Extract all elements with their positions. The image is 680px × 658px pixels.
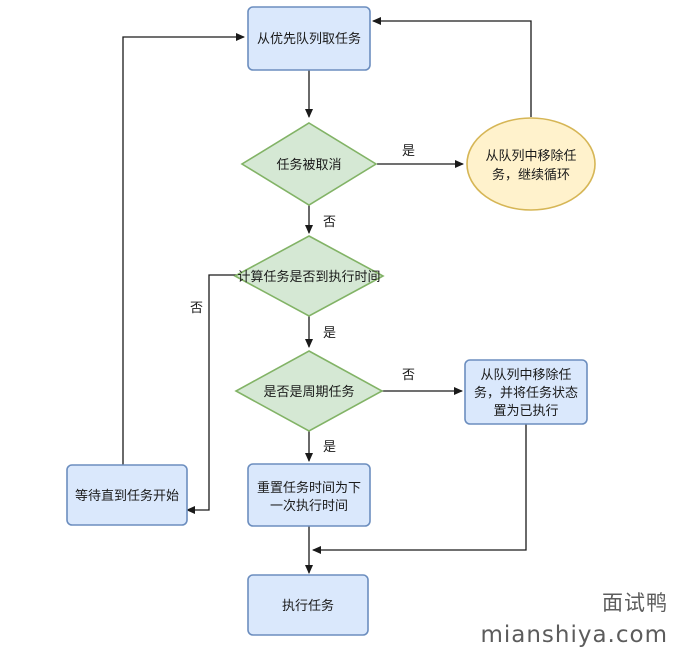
watermark-cn: 面试鸭 xyxy=(602,591,668,615)
label-cancelled-no: 否 xyxy=(323,215,336,230)
label-time-yes: 是 xyxy=(323,326,336,341)
node-is-periodic: 是否是周期任务 xyxy=(234,350,384,432)
edge-remove-continue-back xyxy=(372,17,532,117)
connectors xyxy=(122,17,532,574)
node-remove-continue-line2: 务，继续循环 xyxy=(492,167,570,183)
node-is-cancelled: 任务被取消 xyxy=(240,122,378,206)
node-remove-mark-line3: 置为已执行 xyxy=(493,404,558,419)
node-reset-time-line2: 一次执行时间 xyxy=(270,498,348,514)
node-take-from-queue-label: 从优先队列取任务 xyxy=(257,31,361,47)
edge-remove-mark-merge xyxy=(312,424,527,554)
label-cancelled-yes: 是 xyxy=(402,144,415,159)
node-reset-time-line1: 重置任务时间为下 xyxy=(257,480,361,496)
edge-wait-back xyxy=(122,33,245,465)
node-remove-mark-line2: 务，并将任务状态 xyxy=(474,385,578,401)
node-remove-mark: 从队列中移除任 务，并将任务状态 置为已执行 xyxy=(464,359,588,425)
watermark-en: mianshiya.com xyxy=(480,622,668,648)
node-remove-continue: 从队列中移除任 务，继续循环 xyxy=(466,117,596,211)
node-execute-task-label: 执行任务 xyxy=(282,598,334,614)
label-time-no: 否 xyxy=(190,301,203,316)
label-periodic-no: 否 xyxy=(402,368,415,383)
node-reset-time: 重置任务时间为下 一次执行时间 xyxy=(247,463,371,527)
edge-time-no xyxy=(186,274,242,514)
label-periodic-yes: 是 xyxy=(323,440,336,455)
node-is-periodic-label: 是否是周期任务 xyxy=(263,384,354,400)
node-execute-task: 执行任务 xyxy=(247,574,369,636)
node-is-cancelled-label: 任务被取消 xyxy=(276,157,341,173)
node-wait-until-start: 等待直到任务开始 xyxy=(66,464,188,526)
node-time-to-run-label: 计算任务是否到执行时间 xyxy=(237,269,380,285)
node-remove-mark-line1: 从队列中移除任 xyxy=(480,368,571,383)
node-remove-continue-line1: 从队列中移除任 xyxy=(485,149,576,164)
node-time-to-run: 计算任务是否到执行时间 xyxy=(233,235,385,317)
node-wait-until-start-label: 等待直到任务开始 xyxy=(75,488,179,504)
node-take-from-queue: 从优先队列取任务 xyxy=(247,6,371,71)
